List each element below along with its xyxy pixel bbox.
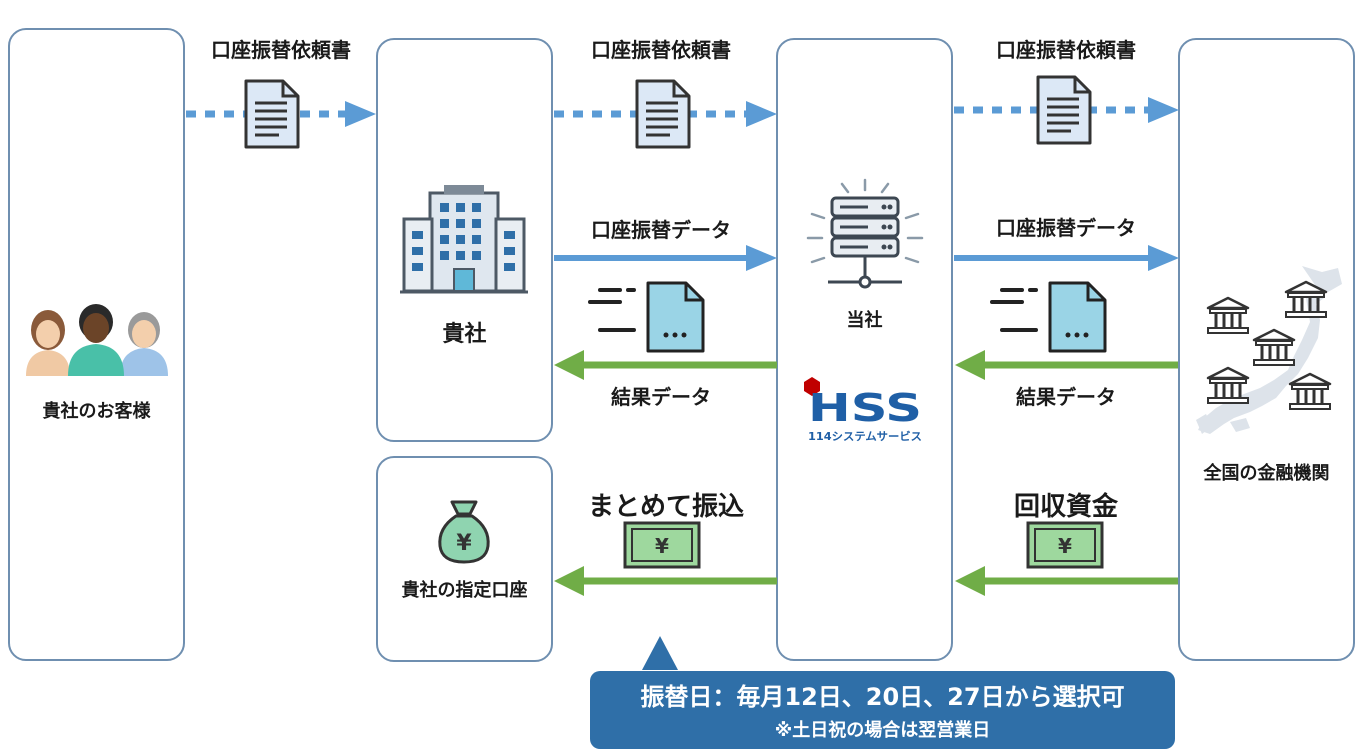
banner-pointer [642,636,678,670]
document-icon [1036,75,1092,145]
banks-column [1178,38,1355,661]
banner-line-1: 振替日：毎月12日、20日、27日から選択可 [640,683,1125,711]
data-label-1: 口座振替データ [591,218,731,242]
hss-column [776,38,953,661]
japan-map-icon [1196,266,1342,434]
hss-logo-subtitle: 114システムサービス [808,429,922,443]
data-label-2: 口座振替データ [996,216,1136,240]
document-icon [635,79,691,149]
bank-icon [1252,328,1296,366]
transfer-arrow [554,566,777,596]
svg-text:¥: ¥ [1058,534,1072,558]
result-arrow-2 [955,350,1178,380]
data-arrow-2 [954,245,1179,271]
hss-logo: HSS 114システムサービス [804,377,922,443]
data-file-icon [588,281,705,353]
server-icon [806,178,924,289]
svg-text:HSS: HSS [808,386,922,430]
bank-icon [1288,372,1332,410]
banner-line-2: ※土日祝の場合は翌営業日 [774,720,991,741]
svg-text:¥: ¥ [655,534,669,558]
document-icon [244,79,300,149]
result-label-1: 結果データ [611,385,711,409]
form-label-1: 口座振替依頼書 [211,38,351,62]
form-label-3: 口座振替依頼書 [996,38,1136,62]
banknote-icon: ¥ [1026,521,1104,569]
collection-arrow [955,566,1178,596]
result-label-2: 結果データ [1016,385,1116,409]
bank-icon [1206,296,1250,334]
company-label: 貴社 [442,322,487,347]
bank-icon [1284,280,1328,318]
banknote-icon: ¥ [623,521,701,569]
collection-label: 回収資金 [1013,492,1118,522]
result-arrow-1 [554,350,777,380]
data-file-icon [990,281,1107,353]
svg-text:¥: ¥ [456,531,472,556]
bank-icon [1206,366,1250,404]
form-label-2: 口座振替依頼書 [591,38,731,62]
company-account-label: 貴社の指定口座 [401,580,528,601]
transfer-label: まとめて振込 [587,492,744,522]
building-icon [400,185,528,294]
banks-label: 全国の金融機関 [1203,463,1330,484]
customers-label: 貴社のお客様 [42,401,151,422]
transfer-date-banner: 振替日：毎月12日、20日、27日から選択可 ※土日祝の場合は翌営業日 [590,671,1175,749]
money-bag-icon: ¥ [438,500,490,564]
people-icon [26,304,168,376]
hss-label: 当社 [846,310,883,331]
data-arrow-1 [554,245,777,271]
